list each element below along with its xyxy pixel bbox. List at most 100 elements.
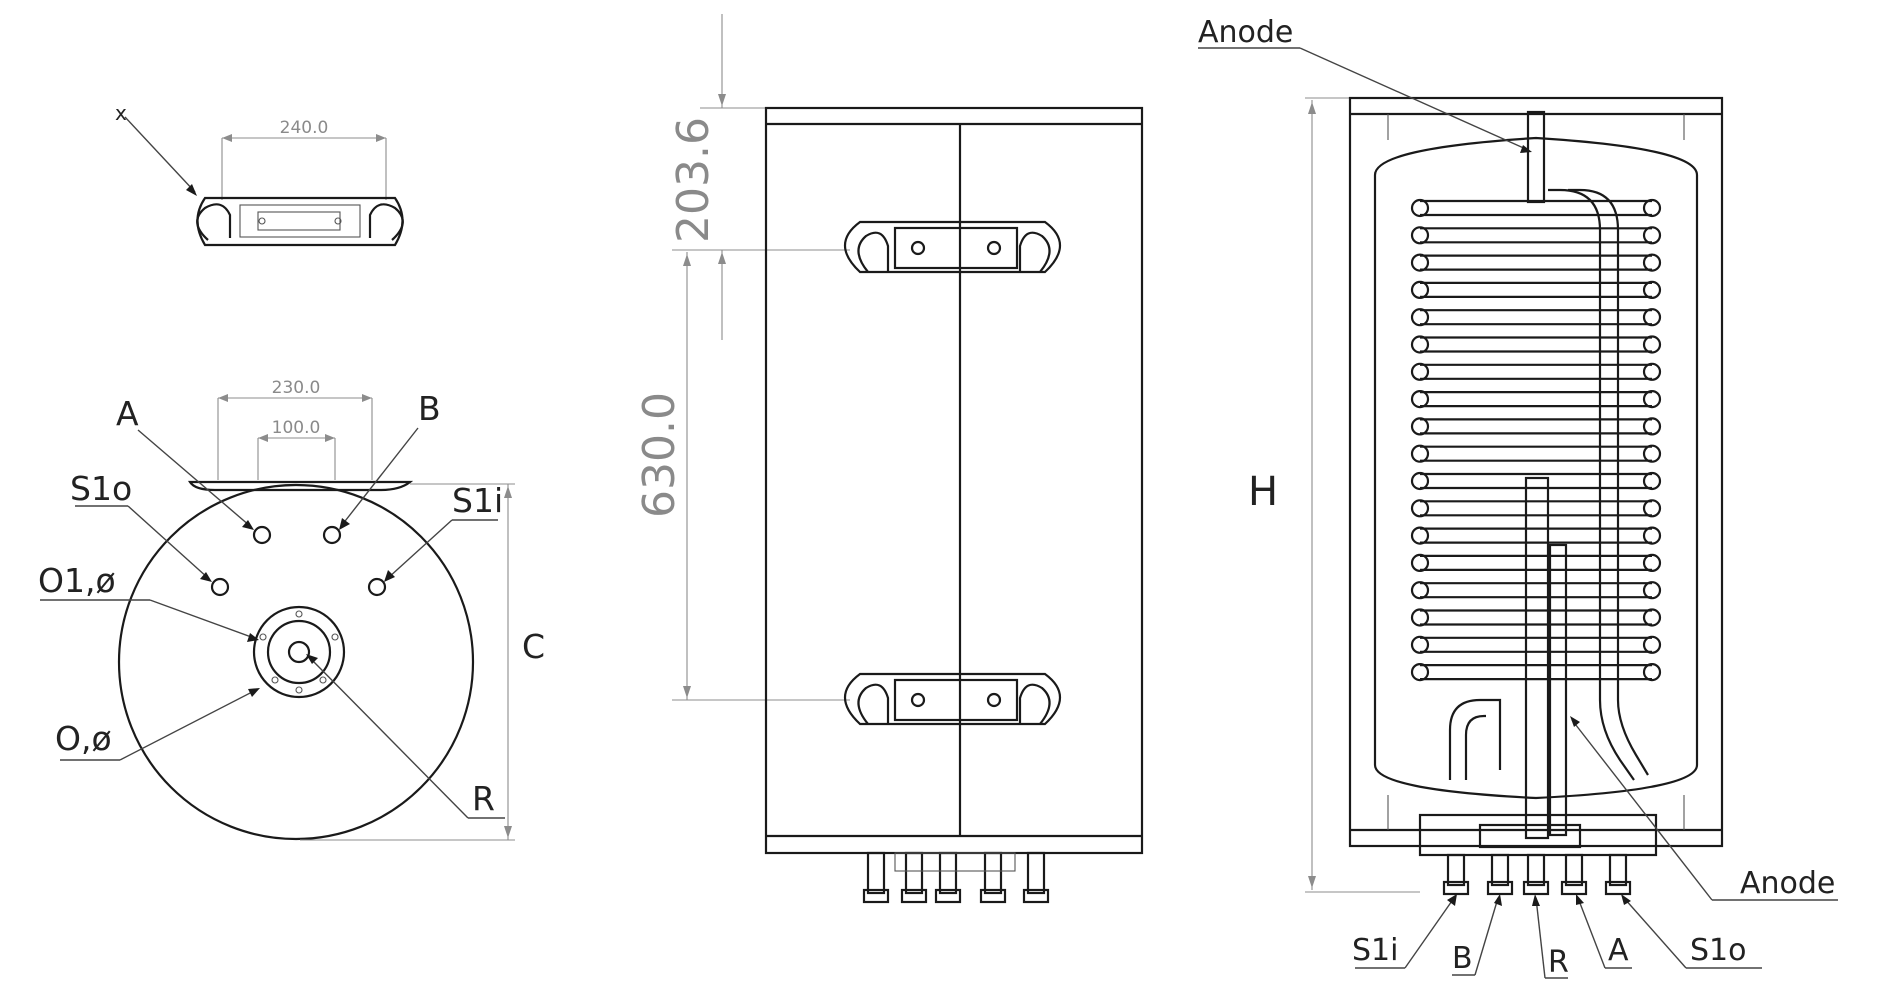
dim-arrow	[218, 394, 228, 402]
coil-end-left	[1410, 417, 1430, 436]
front-view: 203.6 630.0	[634, 14, 1144, 904]
flange-bolt	[259, 633, 267, 641]
label-B-bottom: B	[1452, 941, 1473, 976]
leader-line	[1623, 897, 1687, 969]
heater-body	[764, 106, 1144, 855]
leader-line	[1299, 47, 1529, 151]
heating-element-rod	[1524, 476, 1550, 840]
front-bottom-pipes	[862, 851, 1050, 904]
leader-arrow	[339, 518, 350, 530]
bottom-connection-block	[1418, 813, 1658, 857]
leader-line	[119, 689, 257, 761]
dimension-C-label: C	[522, 627, 545, 666]
heating-coil	[1410, 198, 1662, 682]
cold-inlet-pipe	[1448, 698, 1502, 780]
bracket-width-dimension: 240.0	[280, 118, 329, 138]
bracket-top-view: 240.0 x	[115, 101, 404, 247]
leader-arrow	[248, 688, 260, 697]
leader-arrow	[1520, 145, 1532, 153]
bracket-hole	[986, 240, 1002, 256]
dim-arrow	[683, 686, 691, 698]
pipe-hole-B	[322, 525, 342, 545]
pipe-hole-A	[252, 525, 272, 545]
coil-end-left	[1410, 362, 1430, 381]
bracket-hole	[258, 217, 266, 225]
coil-end-right	[1642, 362, 1662, 381]
thermostat-pocket	[1548, 543, 1568, 837]
pipe-B	[1490, 853, 1510, 887]
bracket-hole	[910, 240, 926, 256]
flange-inner	[266, 619, 332, 685]
pipe-hole-S1i	[367, 577, 387, 597]
pipe-S1o	[1608, 853, 1628, 887]
flange-outer	[252, 605, 346, 699]
bracket-hole	[910, 692, 926, 708]
coil-end-left	[1410, 499, 1430, 518]
label-A: A	[116, 394, 139, 433]
coil-end-left	[1410, 635, 1430, 654]
coil-end-right	[1642, 253, 1662, 272]
label-O: O,ø	[55, 719, 112, 758]
hot-water-pipe-inner	[1568, 188, 1649, 776]
bracket-plate	[239, 204, 361, 238]
leader-arrow	[186, 184, 197, 196]
label-B: B	[418, 389, 441, 428]
leader-arrow	[247, 633, 259, 642]
bracket-plate	[893, 226, 1019, 270]
leader-arrow	[200, 572, 212, 582]
bracket-body	[844, 672, 1061, 726]
bracket-hole	[986, 692, 1002, 708]
pipe-fitting	[1442, 880, 1470, 896]
dim-arrow	[718, 252, 726, 264]
bracket-hook-right	[1018, 683, 1051, 725]
dimension-H-label: H	[1248, 469, 1278, 515]
pipe-fitting	[979, 888, 1007, 904]
bracket-body	[844, 220, 1061, 274]
pipe	[983, 851, 1003, 895]
leader-line	[387, 519, 453, 579]
coil-end-left	[1410, 444, 1430, 463]
mount-bracket	[188, 480, 414, 492]
pipe-cover	[894, 852, 1016, 872]
bracket-hook-right	[368, 203, 404, 241]
coil-end-left	[1410, 553, 1430, 573]
bracket-hook-left	[857, 231, 890, 273]
pipe	[866, 851, 886, 895]
label-O1: O1,ø	[38, 561, 116, 600]
leader-arrow	[1494, 894, 1502, 906]
flange-bolt	[295, 610, 303, 618]
flange-bolt	[331, 633, 339, 641]
coil-end-left	[1410, 471, 1430, 491]
leader-arrow	[384, 570, 395, 582]
leader-arrow	[1570, 716, 1580, 727]
leader-arrow	[1621, 894, 1631, 905]
coil-end-left	[1410, 608, 1430, 627]
leader-line	[127, 505, 209, 579]
bottom-view: 230.0 100.0 C A	[38, 378, 545, 841]
coil-end-right	[1642, 635, 1662, 654]
dim-arrow	[222, 134, 232, 142]
coil-end-left	[1410, 198, 1430, 218]
label-S1i-bottom: S1i	[1352, 933, 1398, 968]
leader-arrow	[306, 654, 318, 664]
coil-end-right	[1642, 526, 1662, 545]
label-S1o: S1o	[70, 469, 132, 508]
leader-arrow	[1576, 894, 1584, 905]
coil-end-left	[1410, 526, 1430, 545]
coil-end-right	[1642, 499, 1662, 518]
label-S1i: S1i	[452, 481, 503, 520]
bracket-hook-left	[857, 683, 890, 725]
outer-casing	[1348, 96, 1724, 848]
inner-tank	[1373, 136, 1699, 800]
flange-bolt	[319, 676, 327, 684]
pipe-fitting	[862, 888, 890, 904]
leader-line	[309, 657, 469, 819]
coil-end-right	[1642, 280, 1662, 299]
wall-bracket-bottom	[844, 672, 1061, 726]
dimension-100: 100.0	[272, 418, 321, 438]
coil-end-right	[1642, 471, 1662, 491]
flange-bolt	[295, 686, 303, 694]
hot-water-pipe	[1548, 188, 1635, 781]
dim-arrow	[718, 94, 726, 106]
